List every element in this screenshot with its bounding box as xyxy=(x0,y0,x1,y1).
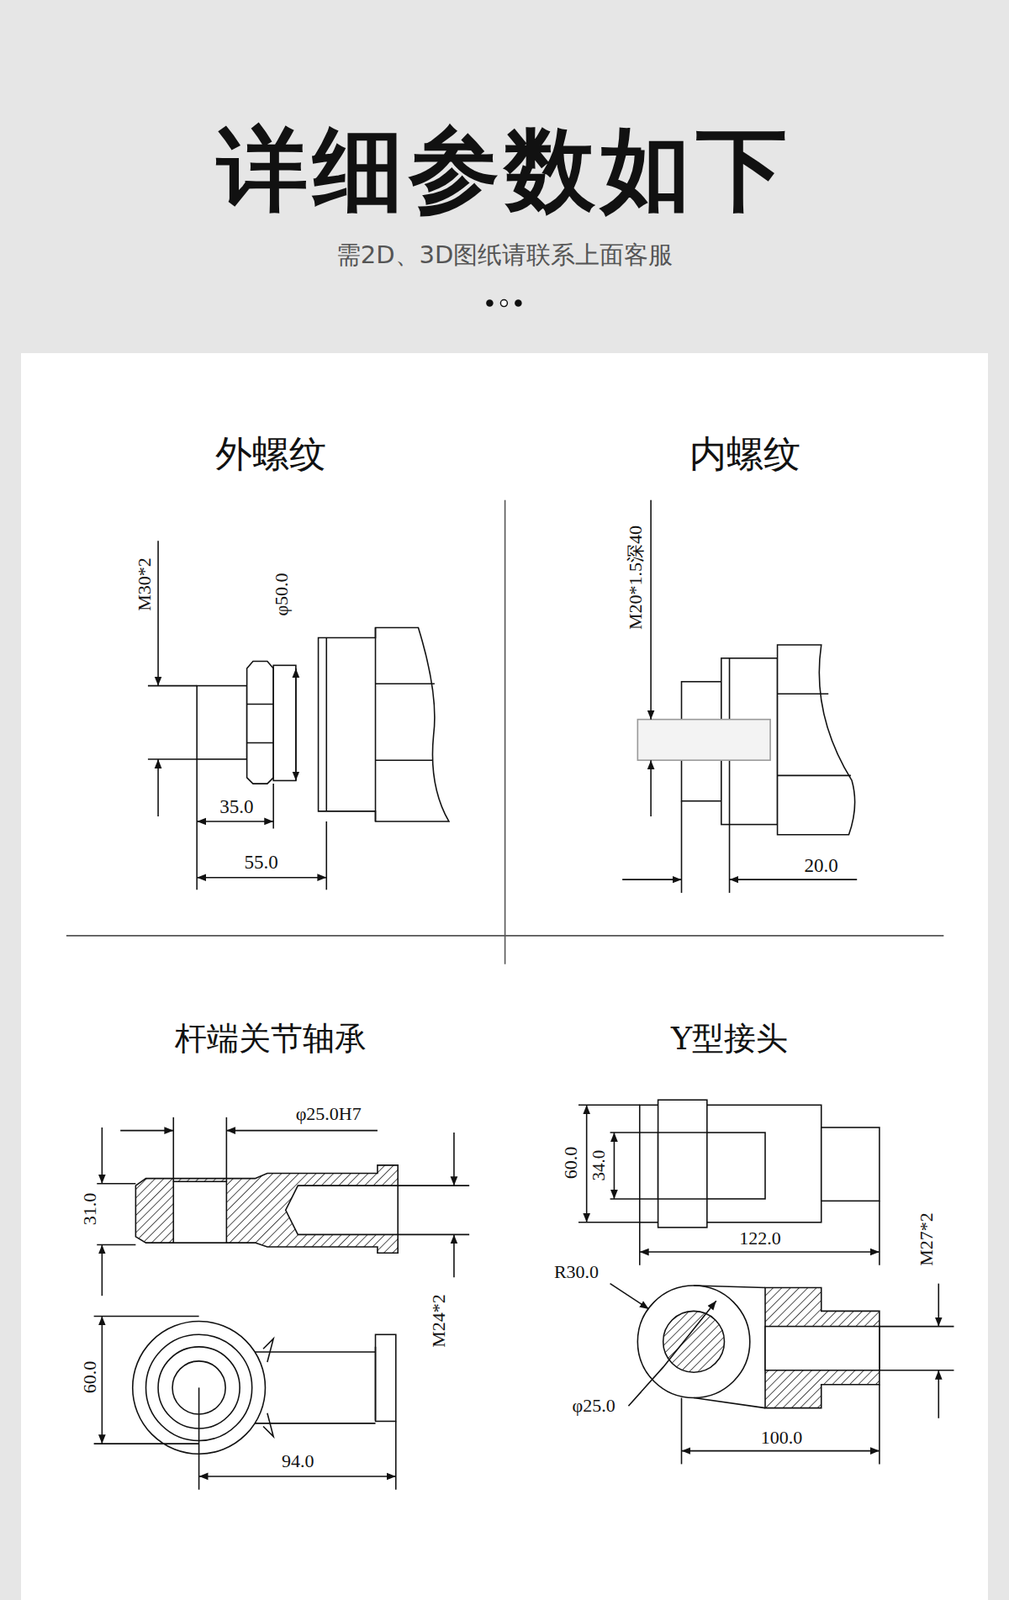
dimension-label: 34.0 xyxy=(590,1149,608,1181)
dimension-label: 100.0 xyxy=(760,1428,803,1448)
dimension-label: 55.0 xyxy=(243,852,278,872)
dimension-label: M24*2 xyxy=(429,1294,449,1349)
section-title: 内螺纹 xyxy=(689,435,801,473)
page-title: 详细参数如下 xyxy=(216,123,793,215)
dimension-label: M20*1.5深40 xyxy=(626,525,645,630)
section-title: Y型接头 xyxy=(670,1022,788,1055)
dimension-label: 20.0 xyxy=(804,855,839,875)
dimension-label: φ25.0 xyxy=(572,1396,616,1416)
dimension-label: 94.0 xyxy=(281,1452,315,1471)
dimension-label: 31.0 xyxy=(80,1193,100,1226)
dimension-label: φ25.0H7 xyxy=(295,1104,362,1124)
dimension-label: 60.0 xyxy=(561,1146,581,1180)
dimension-label: 122.0 xyxy=(739,1229,782,1248)
dimension-label: M30*2 xyxy=(135,557,154,612)
section-title: 杆端关节轴承 xyxy=(174,1022,367,1055)
dimension-label: 35.0 xyxy=(219,796,254,816)
dimension-label: 60.0 xyxy=(80,1361,100,1395)
section-title: 外螺纹 xyxy=(215,435,327,473)
dimension-label: φ50.0 xyxy=(272,573,291,617)
dimension-label: M27*2 xyxy=(917,1212,936,1267)
subtitle: 需2D、3D图纸请联系上面客服 xyxy=(336,243,674,268)
dimension-label: R30.0 xyxy=(554,1262,599,1282)
